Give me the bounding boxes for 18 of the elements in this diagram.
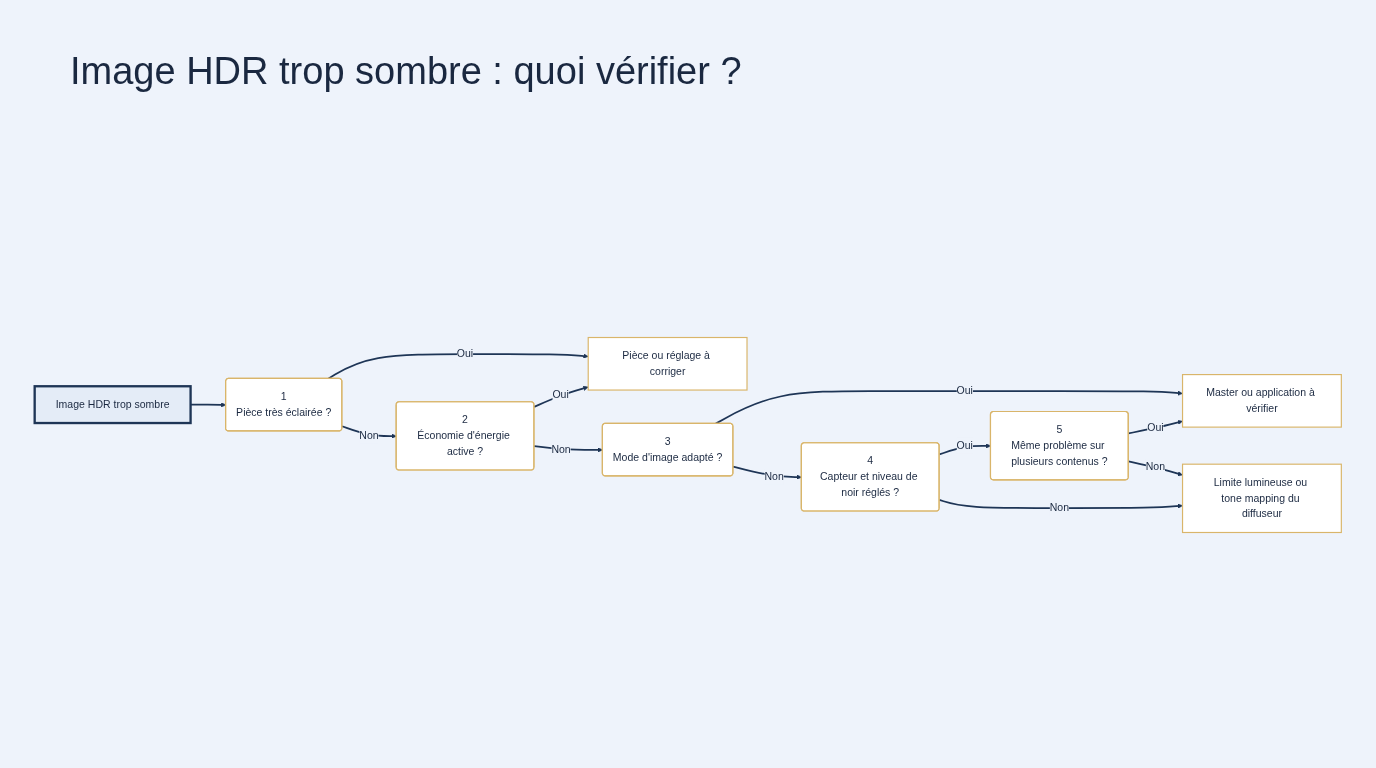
node-box: Limite lumineuse ou tone mapping du diffuseur [1181, 463, 1342, 534]
edge-label: Oui [1147, 422, 1164, 434]
edge-label: Non [1145, 460, 1166, 473]
edge-label: Non [1049, 501, 1069, 514]
node-box: Master ou application à vérifier [1181, 374, 1342, 428]
arrow [714, 390, 1183, 425]
edge-label: Non [359, 429, 379, 442]
edge-label: Oui [956, 384, 973, 397]
edge-label: Non [764, 470, 784, 483]
arrow [533, 385, 589, 408]
edge-label: Oui [552, 389, 569, 401]
arrow [327, 353, 589, 380]
diagram-title: Image HDR trop sombre : quoi vérifier ? [70, 50, 742, 93]
edge-label: Non [551, 443, 571, 456]
edge-label: Oui [456, 347, 474, 360]
node-box: Image HDR trop sombre [33, 385, 192, 425]
edge-label: Oui [956, 439, 973, 452]
node-box: Pièce ou réglage à corriger [587, 336, 748, 391]
